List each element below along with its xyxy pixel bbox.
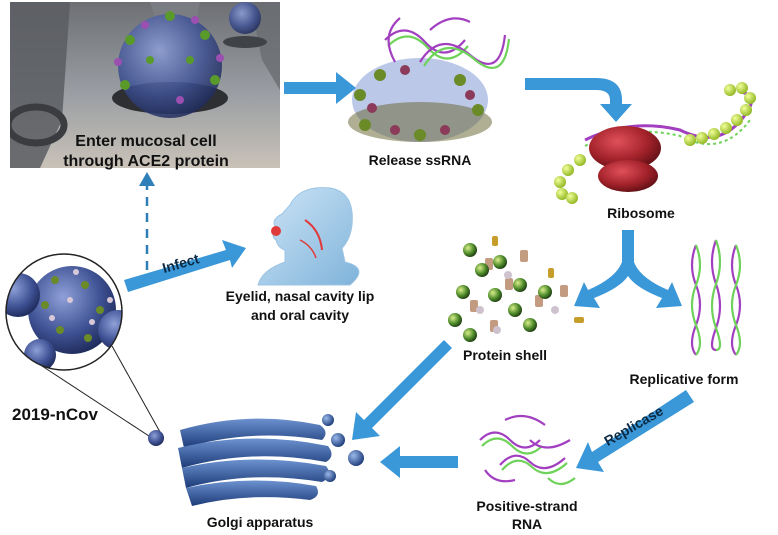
golgi-label: Golgi apparatus <box>207 514 314 530</box>
virus-label: 2019-nCov <box>12 405 99 424</box>
arrow-replicase <box>576 390 694 472</box>
arrow-to-ribosome <box>525 78 632 122</box>
replicative-form-strands <box>690 239 742 356</box>
ribosome-illustration <box>554 82 756 204</box>
entry-label-line1: Enter mucosal cell <box>75 133 216 150</box>
positive-strand-label-line1: Positive-strand <box>476 498 577 514</box>
target-label-line2: and oral cavity <box>251 307 349 323</box>
human-head-illustration <box>257 187 360 286</box>
release-ssrna-virus <box>348 17 511 142</box>
arrow-to-release <box>284 72 356 104</box>
target-label-line1: Eyelid, nasal cavity lip <box>226 288 375 304</box>
replicase-label: Replicase <box>601 402 666 449</box>
arrow-split-from-ribosome <box>574 230 682 308</box>
protein-shell-label: Protein shell <box>463 347 547 363</box>
arrow-infect <box>124 240 246 292</box>
protein-shell-cluster <box>448 236 584 342</box>
positive-strand-label-line2: RNA <box>512 516 542 532</box>
positive-strand-rna-cluster <box>479 414 576 486</box>
cell-entry-scene <box>10 2 280 168</box>
entry-label-line2: through ACE2 protein <box>63 153 229 170</box>
arrow-positive-to-golgi <box>380 446 458 478</box>
release-ssrna-label: Release ssRNA <box>369 152 472 168</box>
replicative-form-label: Replicative form <box>630 371 739 387</box>
golgi-apparatus-illustration <box>178 414 364 506</box>
virus-zoom-view <box>5 253 164 446</box>
arrow-shell-to-golgi <box>352 340 452 440</box>
ribosome-label: Ribosome <box>607 205 675 221</box>
arrows <box>124 72 694 478</box>
dashed-arrow-to-entry <box>139 172 155 270</box>
